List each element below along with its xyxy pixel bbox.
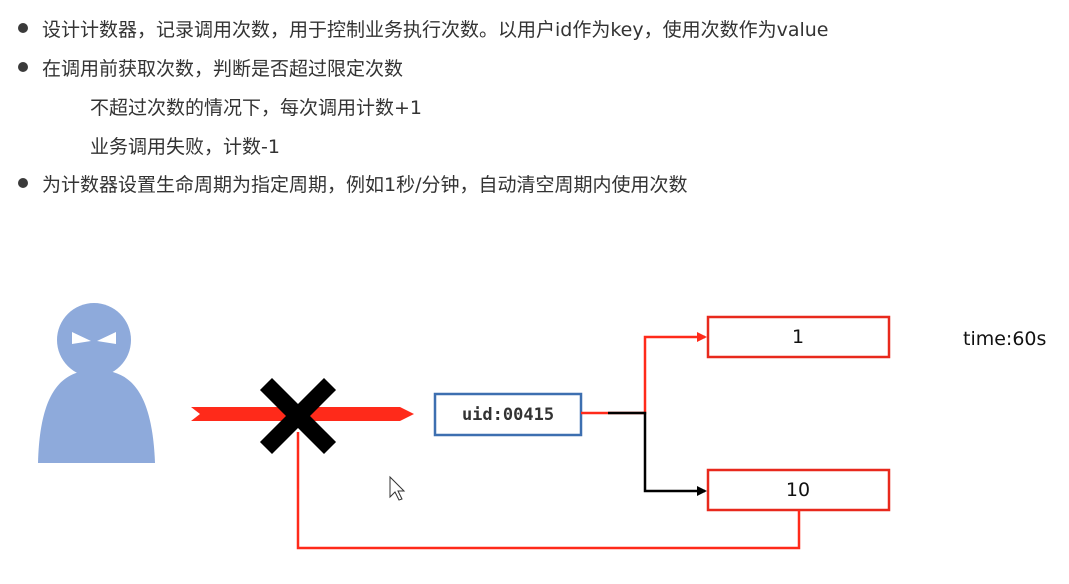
- bullet-text: 为计数器设置生命周期为指定周期，例如1秒/分钟，自动清空周期内使用次数: [42, 174, 688, 196]
- bullet-dot: [18, 62, 28, 72]
- counter-box-top: [706, 315, 891, 359]
- mouse-cursor-icon: [389, 475, 406, 501]
- ttl-label: time:60s: [963, 328, 1046, 350]
- sub-point-increment: 不超过次数的情况下，每次调用计数+1: [90, 97, 423, 119]
- connector-to-top-counter: [581, 332, 707, 415]
- counter-value-top: 1: [792, 326, 804, 348]
- bullet-item-counter-design: 设计计数器，记录调用次数，用于控制业务执行次数。以用户id作为key，使用次数作…: [18, 17, 829, 43]
- user-icon: [38, 303, 155, 463]
- bullet-dot: [18, 23, 28, 33]
- uid-key-label: uid:00415: [462, 405, 554, 425]
- counter-box-bottom: [706, 468, 891, 512]
- counter-value-bottom: 10: [786, 479, 810, 501]
- bullet-dot: [18, 178, 28, 188]
- connector-to-bottom-counter: [608, 411, 707, 496]
- bullet-item-check-limit: 在调用前获取次数，判断是否超过限定次数: [18, 56, 403, 82]
- bullet-text: 设计计数器，记录调用次数，用于控制业务执行次数。以用户id作为key，使用次数作…: [42, 19, 829, 41]
- bullet-item-lifecycle: 为计数器设置生命周期为指定周期，例如1秒/分钟，自动清空周期内使用次数: [18, 172, 688, 198]
- bullet-text: 在调用前获取次数，判断是否超过限定次数: [42, 58, 404, 80]
- feedback-line: [296, 432, 801, 550]
- blocked-x-icon: [259, 377, 337, 455]
- uid-key-box: [433, 392, 583, 437]
- sub-point-decrement: 业务调用失败，计数-1: [90, 136, 280, 158]
